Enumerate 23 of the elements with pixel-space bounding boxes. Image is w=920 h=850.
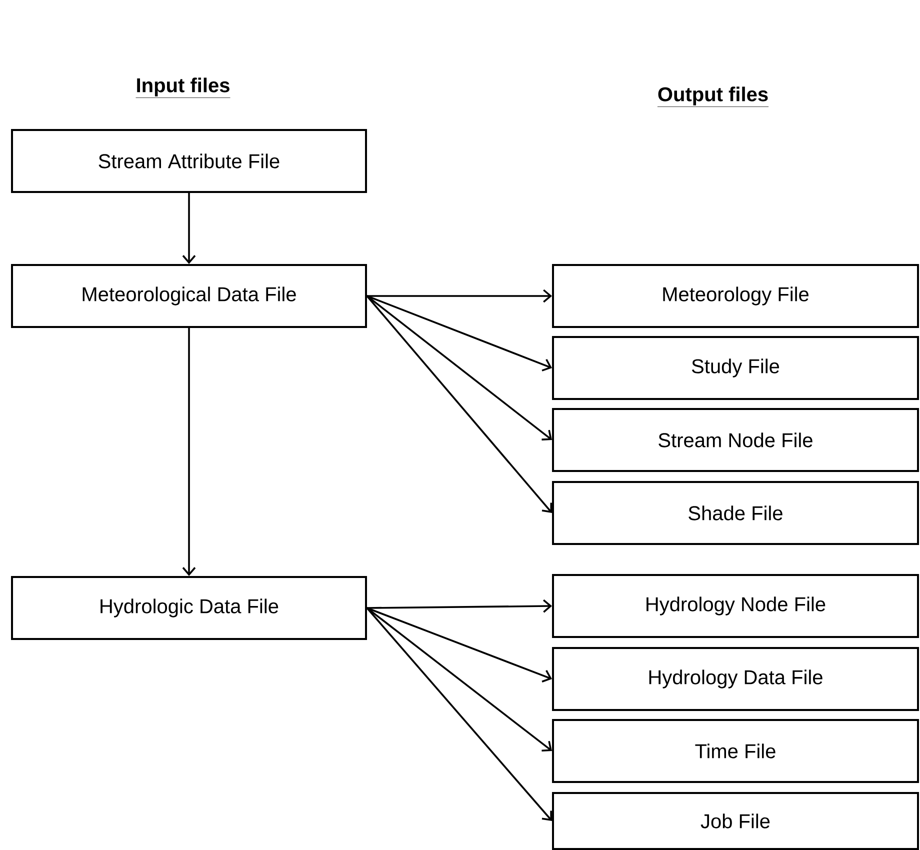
file-box: Hydrology Node File xyxy=(552,574,919,638)
arrow xyxy=(182,328,196,576)
file-box: Shade File xyxy=(552,481,919,545)
arrow xyxy=(182,193,196,264)
file-box: Stream Node File xyxy=(552,408,919,472)
column-heading: Output files xyxy=(657,86,769,107)
file-box: Meteorology File xyxy=(552,264,919,328)
file-box: Hydrology Data File xyxy=(552,647,919,711)
file-box: Hydrologic Data File xyxy=(11,576,367,640)
arrow xyxy=(366,295,552,372)
file-box: Job File xyxy=(552,792,919,850)
file-box: Time File xyxy=(552,719,919,783)
arrow xyxy=(366,607,552,682)
file-box: Meteorological Data File xyxy=(11,264,367,328)
file-box: Study File xyxy=(552,336,919,400)
file-box: Stream Attribute File xyxy=(11,129,367,193)
arrow xyxy=(366,295,552,513)
arrow xyxy=(367,289,552,303)
column-heading: Input files xyxy=(136,78,230,98)
arrow xyxy=(366,607,552,821)
arrow xyxy=(366,295,552,440)
arrow xyxy=(367,599,552,613)
arrow xyxy=(366,607,552,752)
